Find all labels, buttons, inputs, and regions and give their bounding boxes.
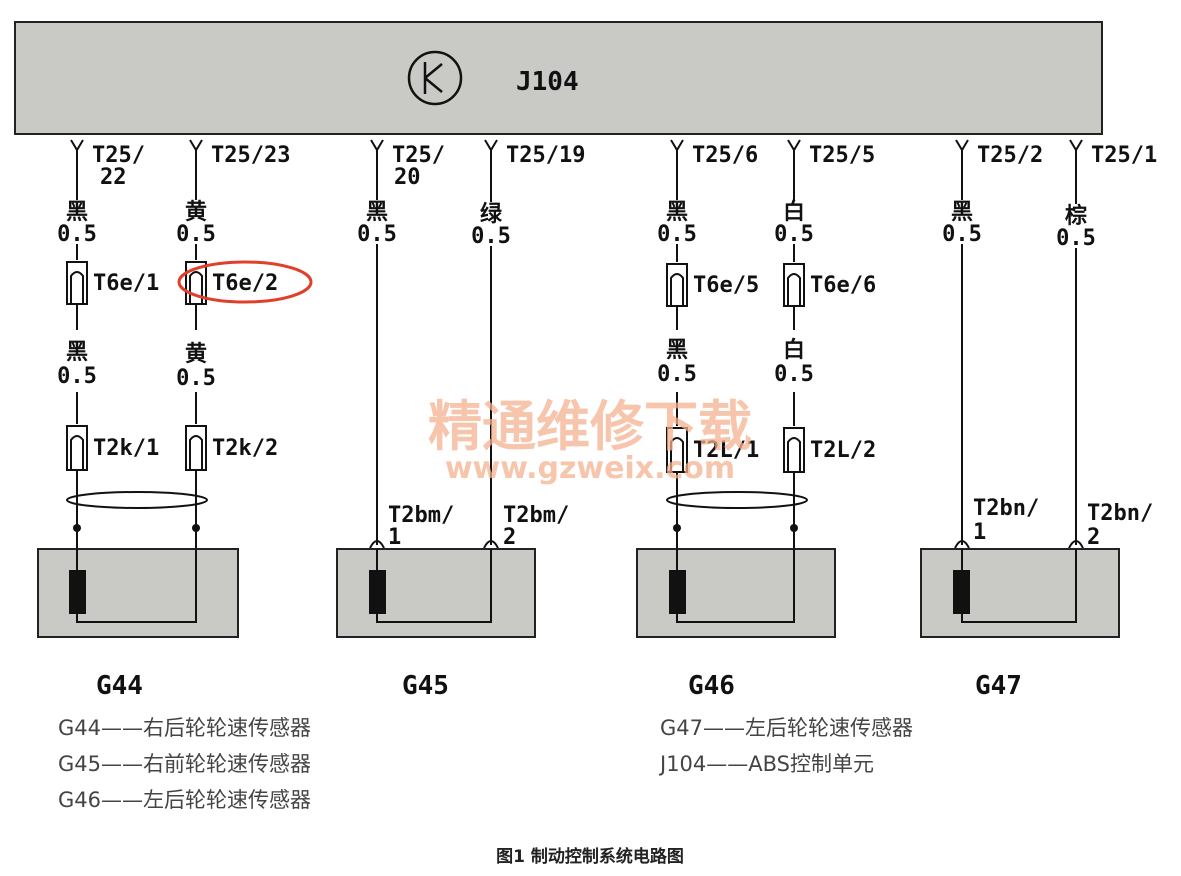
wire-color: 黑	[951, 200, 973, 225]
pin-t25-20-a: T25/	[392, 143, 445, 168]
pin-t2l-2: T2L/2	[810, 438, 876, 463]
legend-g45: G45——右前轮轮速传感器	[58, 752, 311, 776]
wire-color: 黑	[666, 338, 688, 363]
pin-t25-5: T25/5	[809, 143, 875, 168]
sensor-g46	[636, 548, 836, 638]
wire-color: 白	[783, 337, 805, 363]
wire-color: 黄	[185, 342, 207, 367]
wire-gauge: 0.5	[1056, 226, 1096, 251]
wire-color: 绿	[480, 201, 503, 227]
pin-t25-2: T25/2	[977, 143, 1043, 168]
pin-t25-6: T25/6	[692, 143, 758, 168]
sensor-name-g46: G46	[688, 671, 735, 701]
wire-color: 黄	[185, 200, 207, 225]
connector-icon	[787, 139, 801, 152]
controller-j104: J104	[14, 21, 1103, 135]
pin-t2bm-1-a: T2bm/	[388, 503, 454, 528]
pin-t2bn-2-a: T2bn/	[1087, 501, 1153, 526]
sensor-name-g45: G45	[402, 671, 449, 701]
connector-icon	[670, 139, 684, 152]
t6e-connectors	[66, 261, 805, 307]
wire-color: 白	[783, 199, 805, 225]
sensor-g47	[920, 548, 1120, 638]
wire-gauge: 0.5	[176, 366, 216, 391]
watermark-text: 精通维修下载	[428, 394, 752, 458]
legend-g44: G44——右后轮轮速传感器	[58, 716, 311, 740]
transistor-symbol-icon	[407, 50, 463, 106]
pin-t2bm-2-a: T2bm/	[503, 503, 569, 528]
wire-labels-top: 黑 0.5 黄 0.5 黑 0.5 绿 0.5 黑 0.5 白 0.5 黑 0.…	[57, 199, 1096, 251]
pin-t25-1: T25/1	[1091, 143, 1157, 168]
pin-t2bn-1-b: 1	[973, 520, 986, 545]
wire-gauge: 0.5	[357, 222, 397, 247]
connector-icon	[483, 540, 499, 549]
wire-gauge: 0.5	[57, 222, 97, 247]
highlight-circle	[177, 260, 313, 304]
pin-t25-22-a: T25/	[92, 143, 145, 168]
wire-gauge: 0.5	[942, 222, 982, 247]
connector-icon	[70, 139, 84, 152]
t25-connectors	[70, 139, 1083, 152]
pin-t2k-1: T2k/1	[93, 436, 159, 461]
sensor-coil-icon	[669, 570, 686, 614]
connector-icon	[955, 139, 969, 152]
wire-gauge: 0.5	[176, 222, 216, 247]
wire-color: 黑	[66, 200, 88, 225]
sensor-coil-icon	[369, 570, 386, 614]
pin-t6e-1: T6e/1	[93, 271, 159, 296]
watermark-url: www.gzweix.com	[445, 451, 735, 486]
sensor-name-g44: G44	[96, 671, 143, 701]
pin-t6e-5: T6e/5	[693, 273, 759, 298]
figure-caption: 图1 制动控制系统电路图	[496, 846, 684, 867]
wire-color: 黑	[66, 340, 88, 365]
connector-icon	[369, 540, 385, 549]
pin-t2bm-1-b: 1	[388, 525, 401, 550]
controller-label: J104	[516, 67, 579, 97]
sensor-name-g47: G47	[975, 671, 1022, 701]
connector-icon	[1068, 540, 1084, 549]
wire-gauge: 0.5	[471, 224, 511, 249]
sensor-coil-icon	[953, 570, 970, 614]
pin-t2bn-2-b: 2	[1087, 525, 1100, 550]
wires	[76, 150, 1077, 570]
pin-t2l-1: T2L/1	[693, 438, 759, 463]
wire-gauge: 0.5	[657, 362, 697, 387]
legend-g46: G46——左后轮轮速传感器	[58, 788, 311, 812]
pin-t25-19: T25/19	[506, 143, 585, 168]
connector-icon	[370, 139, 384, 152]
pin-t2bn-1-a: T2bn/	[973, 496, 1039, 521]
wire-labels-mid: 黑 0.5 黄 0.5 黑 0.5 白 0.5	[57, 337, 814, 391]
pin-t25-22-b: 22	[100, 165, 127, 190]
legend-g47: G47——左后轮轮速传感器	[660, 716, 913, 740]
shield-ellipse	[666, 491, 808, 509]
wire-color: 黑	[666, 200, 688, 225]
sensor-g45	[336, 548, 536, 638]
wire-gauge: 0.5	[774, 222, 814, 247]
pin-t2bm-2-b: 2	[503, 525, 516, 550]
connector-icon	[954, 540, 970, 549]
pin-t6e-6: T6e/6	[810, 273, 876, 298]
t2-connectors	[66, 425, 805, 473]
pin-t2k-2: T2k/2	[212, 436, 278, 461]
connector-icon	[1069, 139, 1083, 152]
wire-gauge: 0.5	[774, 362, 814, 387]
wire-color: 黑	[366, 200, 388, 225]
sensor-coil-icon	[69, 570, 86, 614]
connector-icon	[189, 139, 203, 152]
t2b-connectors	[369, 540, 1084, 549]
pin-t25-23: T25/23	[211, 143, 290, 168]
wire-color: 棕	[1065, 203, 1087, 229]
pin-t25-20-b: 20	[394, 165, 421, 190]
shield-ellipse	[66, 491, 208, 509]
pin-t6e-2: T6e/2	[212, 271, 278, 296]
connector-icon	[484, 139, 498, 152]
wire-gauge: 0.5	[657, 222, 697, 247]
legend-j104: J104——ABS控制单元	[658, 752, 874, 776]
sensor-g44	[37, 548, 239, 638]
wire-gauge: 0.5	[57, 364, 97, 389]
